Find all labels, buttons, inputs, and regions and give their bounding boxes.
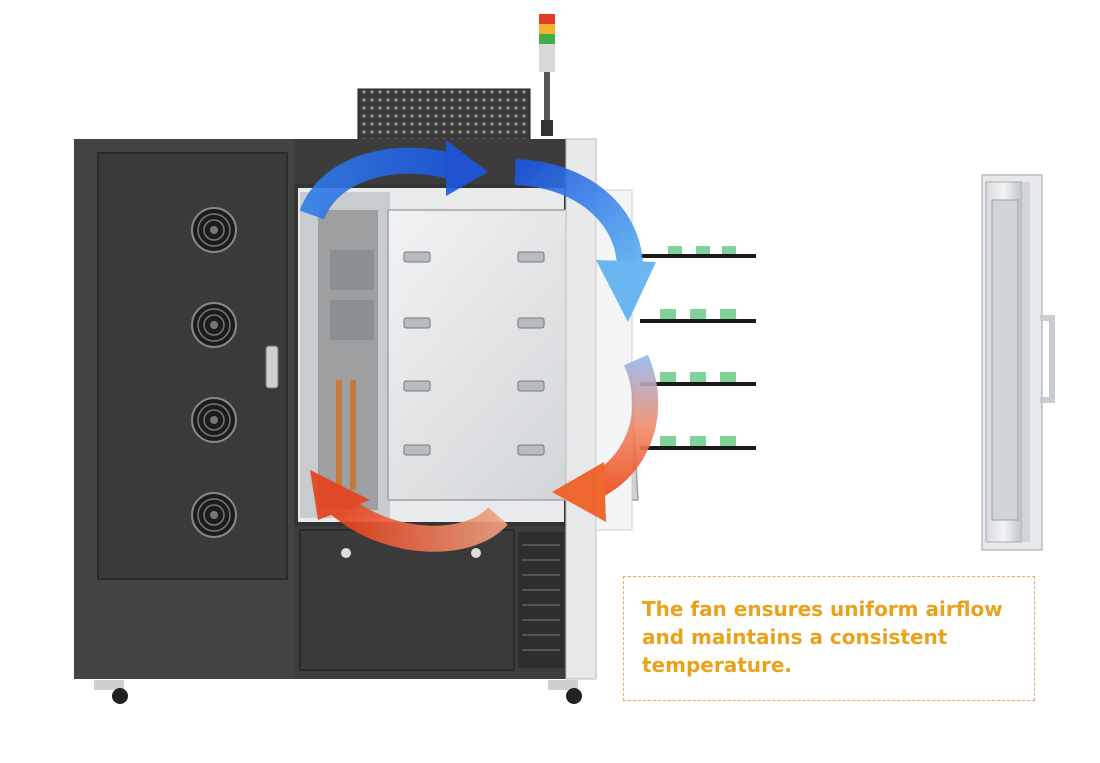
internal-mechanism [318,210,378,510]
lower-compartment [299,529,515,671]
fan-icon [191,397,237,443]
door-handle[interactable] [1040,315,1055,403]
warm-arrow [331,494,508,552]
warm-arrowhead [552,462,606,522]
fan-icon [191,492,237,538]
sliding-tray [640,309,756,323]
airflow-arrows [299,140,659,552]
fan-icon [191,207,237,253]
sliding-tray [640,246,756,258]
fan-icon [191,302,237,348]
signal-tower-light [539,14,555,136]
chamber-door [981,174,1043,551]
plate-latches [403,251,545,456]
door-handle[interactable] [265,345,279,389]
sliding-tray [640,436,756,450]
top-vent [357,88,531,142]
warm-arrowhead [310,470,370,520]
caster-wheel [548,680,582,704]
caption-box: The fan ensures uniform airflow and main… [623,576,1035,701]
cool-arrowhead [446,140,488,196]
cool-arrowhead [596,260,656,322]
cool-arrow [299,147,462,221]
sliding-tray [640,372,756,386]
caption-text: The fan ensures uniform airflow and main… [642,597,1003,677]
caster-wheel [94,680,128,704]
